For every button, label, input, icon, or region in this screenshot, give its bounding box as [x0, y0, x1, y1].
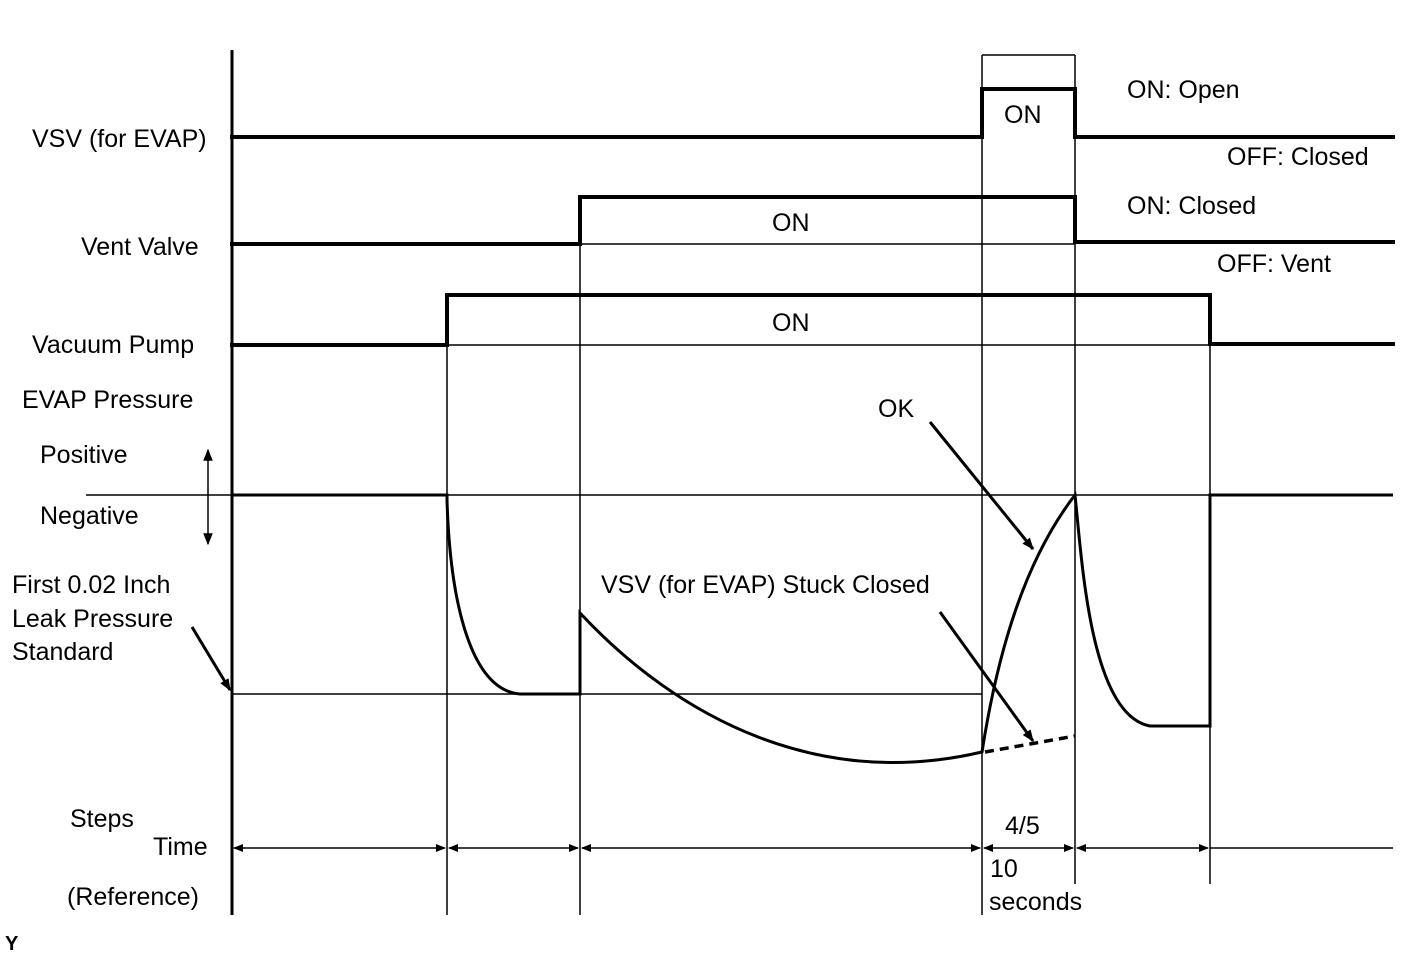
- evap-pressure-label: EVAP Pressure: [22, 386, 193, 414]
- vsv-off-state: OFF: Closed: [1227, 143, 1369, 171]
- vsv-signal-trace: [230, 87, 1395, 139]
- vsv-on-state: ON: Open: [1127, 76, 1240, 104]
- steps-label: Steps: [70, 805, 134, 833]
- step-number-label: 4/5: [1005, 812, 1040, 840]
- stuck-closed-label: VSV (for EVAP) Stuck Closed: [601, 571, 930, 599]
- vent-valve-signal-trace: [230, 195, 1395, 246]
- vsv-label: VSV (for EVAP): [32, 125, 207, 153]
- time-label: Time: [153, 833, 208, 861]
- vent-on-label: ON: [772, 209, 810, 237]
- pump-on-label: ON: [772, 309, 810, 337]
- reference-label: (Reference): [67, 883, 199, 911]
- stuck-pointer-arrow: [938, 611, 1035, 742]
- vacuum-pump-signal-trace: [230, 293, 1395, 347]
- standard-label-line3: Standard: [12, 638, 113, 666]
- vent-valve-label: Vent Valve: [81, 233, 199, 261]
- duration-unit: seconds: [989, 888, 1082, 916]
- positive-label: Positive: [40, 441, 128, 469]
- evap-pressure-curve: [232, 491, 1393, 764]
- vent-off-state: OFF: Vent: [1217, 250, 1331, 278]
- standard-label-line2: Leak Pressure: [12, 605, 173, 633]
- negative-label: Negative: [40, 502, 139, 530]
- duration-value: 10: [990, 855, 1018, 883]
- stuck-closed-curve: [984, 734, 1076, 754]
- ok-label: OK: [878, 395, 914, 423]
- vacuum-pump-label: Vacuum Pump: [32, 331, 194, 359]
- vsv-on-label: ON: [1004, 101, 1042, 129]
- standard-label-line1: First 0.02 Inch: [12, 571, 170, 599]
- corner-mark: Y: [5, 933, 19, 955]
- vent-on-state: ON: Closed: [1127, 192, 1256, 220]
- standard-pointer-arrow: [190, 626, 232, 692]
- ok-pointer-arrow: [928, 421, 1035, 550]
